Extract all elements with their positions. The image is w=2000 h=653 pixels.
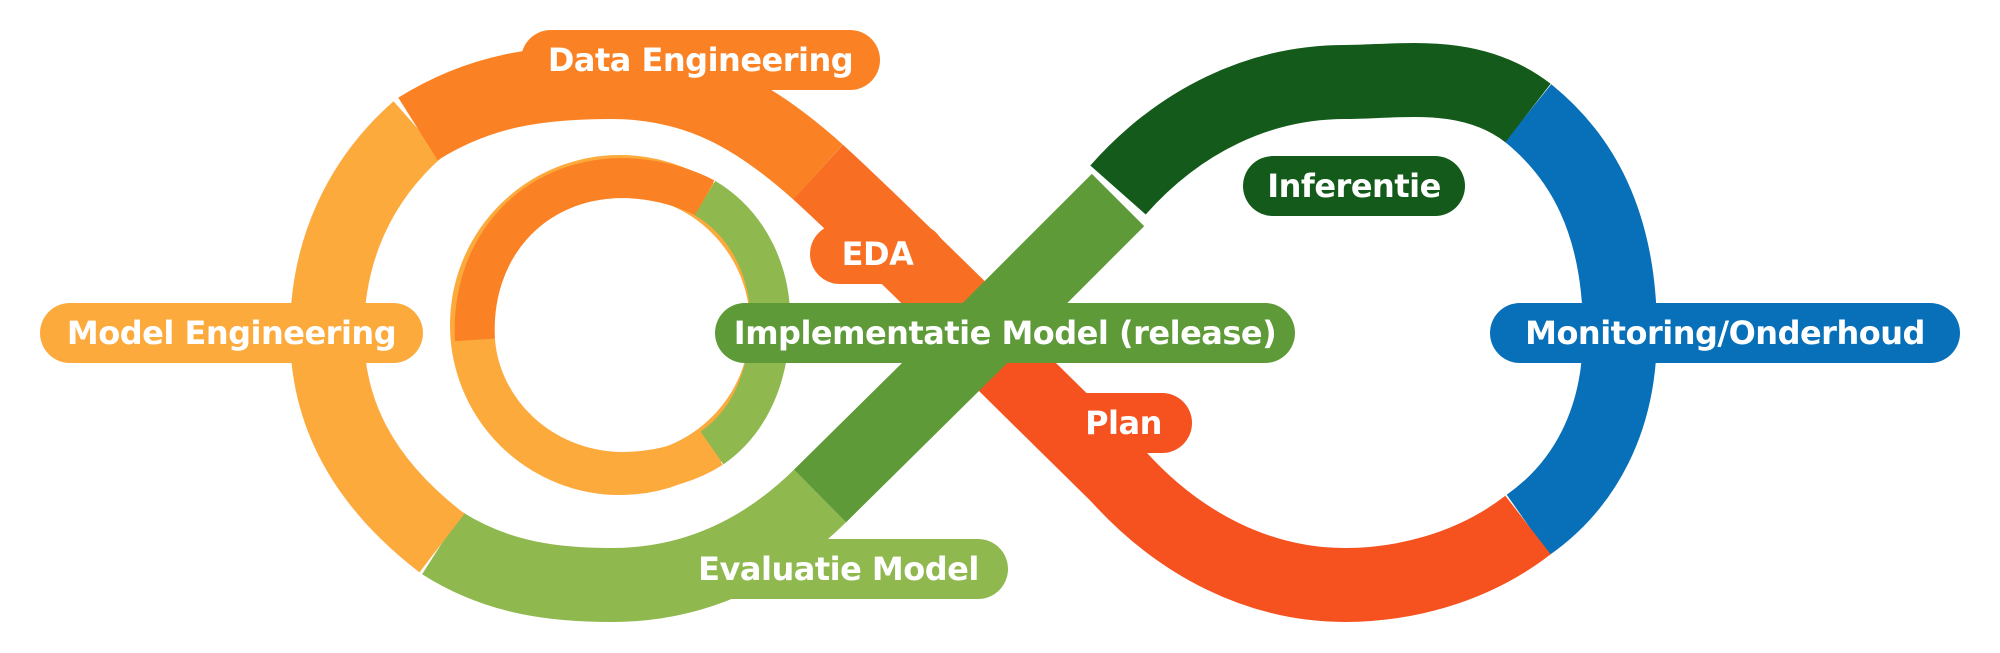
model-engineering-label: Model Engineering xyxy=(40,303,423,363)
eda-text: EDA xyxy=(841,235,914,273)
inference-label: Inferentie xyxy=(1243,156,1465,216)
evaluation-text: Evaluatie Model xyxy=(698,550,979,588)
data-engineering-text: Data Engineering xyxy=(547,41,854,79)
model-engineering-text: Model Engineering xyxy=(66,314,397,352)
deployment-label: Implementatie Model (release) xyxy=(715,303,1295,363)
plan-text: Plan xyxy=(1085,404,1162,442)
inner-ring-model-engineering xyxy=(455,337,723,493)
plan-label: Plan xyxy=(1055,393,1192,453)
eda-label: EDA xyxy=(810,224,945,284)
deployment-text: Implementatie Model (release) xyxy=(733,314,1277,352)
monitoring-label: Monitoring/Onderhoud xyxy=(1490,303,1960,363)
inner-ring-data-engineering xyxy=(454,157,715,342)
data-engineering-label: Data Engineering xyxy=(521,30,880,90)
plan-arc xyxy=(959,318,1551,623)
evaluation-label: Evaluatie Model xyxy=(669,539,1008,599)
inference-text: Inferentie xyxy=(1267,167,1441,205)
monitoring-text: Monitoring/Onderhoud xyxy=(1525,314,1925,352)
inference-arc xyxy=(1090,42,1551,215)
